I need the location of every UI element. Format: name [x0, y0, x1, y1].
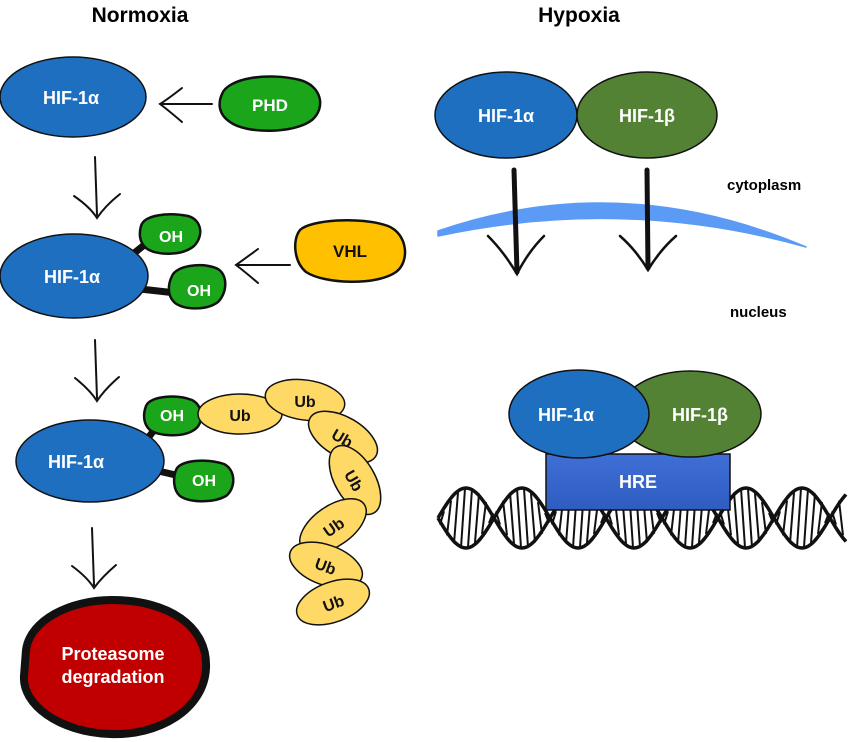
ubiquitin-chain: Ub Ub Ub Ub Ub Ub Ub [197, 378, 382, 626]
dna-base-pair [544, 512, 550, 524]
hif1a-label: HIF-1α [48, 452, 104, 472]
oh-label: OH [192, 473, 216, 490]
ub-label: Ub [294, 394, 316, 411]
hif1a-normoxia-1: HIF-1α [0, 56, 147, 138]
dna-base-pair [740, 488, 746, 548]
hif1a-cytoplasm: HIF-1α [434, 71, 578, 159]
hif1a-label: HIF-1α [43, 88, 99, 108]
dna-base-pair [439, 511, 445, 525]
hif1a-label: HIF-1α [538, 405, 594, 425]
ub-label: Ub [229, 408, 251, 425]
hif1b-cytoplasm: HIF-1β [576, 71, 718, 159]
dna-base-pair [502, 500, 508, 536]
dna-base-pair [460, 488, 466, 548]
arrow-phd-to-hif1a [158, 87, 213, 123]
dna-base-pair [782, 500, 788, 536]
dna-base-pair [789, 492, 795, 544]
arrow-down-3 [71, 527, 117, 590]
oh-group [138, 213, 202, 255]
cytoplasm-label: cytoplasm [727, 177, 801, 194]
dna-base-pair [656, 512, 662, 524]
dna-base-pair [523, 488, 529, 548]
dna-base-pair [516, 488, 522, 548]
dna-base-pair [810, 493, 816, 543]
dna-base-pair [712, 512, 718, 524]
dna-base-pair [446, 500, 452, 536]
oh-label: OH [187, 283, 211, 300]
dna-base-pair [761, 501, 767, 535]
ub-label: Ub [312, 556, 338, 579]
hif1b-label: HIF-1β [619, 106, 675, 126]
dna-base-pair [453, 492, 459, 544]
hif1b-nucleus: HIF-1β [618, 370, 762, 458]
phd-label: PHD [252, 96, 288, 115]
normoxia-title: Normoxia [92, 4, 189, 27]
nuclear-membrane [437, 202, 807, 248]
dna-base-pair [551, 511, 557, 525]
phd-enzyme: PHD [218, 75, 322, 132]
hre-label: HRE [619, 472, 657, 492]
oh-label: OH [160, 408, 184, 425]
dna-base-pair [663, 511, 669, 525]
proteasome: Proteasome degradation [19, 595, 211, 739]
ubiquitin: Ub [197, 393, 283, 435]
hif1a-label: HIF-1α [44, 267, 100, 287]
ub-label: Ub [321, 593, 347, 616]
dna-base-pair [607, 511, 613, 525]
dna-base-pair [803, 488, 809, 548]
oh-label: OH [159, 229, 183, 246]
dna-base-pair [495, 511, 501, 525]
ubiquitin: Ub [299, 497, 367, 555]
nucleus-label: nucleus [730, 304, 787, 321]
dna-base-pair [467, 488, 473, 548]
hypoxia-title: Hypoxia [538, 4, 620, 27]
vhl-protein: VHL [293, 218, 407, 283]
dna-base-pair [775, 511, 781, 525]
ubiquitin: Ub [295, 578, 371, 626]
dna-base-pair [530, 493, 536, 543]
oh-group [142, 395, 203, 437]
arrow-down-2 [74, 339, 120, 403]
oh-group [172, 459, 235, 503]
dna-base-pair [796, 488, 802, 548]
ubiquitin: Ub [264, 378, 346, 422]
dna-base-pair [600, 512, 606, 524]
hydroxylated-hif1a: HIF-1α OH OH [0, 213, 227, 319]
dna-base-pair [719, 511, 725, 525]
ubiquitin: Ub [328, 444, 382, 516]
hre-element: HRE [545, 453, 731, 511]
dna-base-pair [481, 501, 487, 535]
hif1b-label: HIF-1β [672, 405, 728, 425]
dna-base-pair [488, 512, 494, 524]
dna-base-pair [824, 512, 830, 524]
arrow-translocation-hif1a [486, 167, 546, 277]
proteasome-label-line1: Proteasome [61, 644, 164, 664]
hif1a-nucleus: HIF-1α [508, 369, 650, 459]
dna-base-pair [509, 492, 515, 544]
dna-strand [436, 486, 848, 550]
arrow-vhl-to-hif1a [234, 248, 291, 284]
arrow-translocation-hif1b [618, 167, 678, 273]
oh-group [167, 264, 227, 310]
dna-base-pair [817, 501, 823, 535]
ubiquitin: Ub [288, 541, 364, 589]
dna-base-pair [474, 493, 480, 543]
dna-base-pair [537, 501, 543, 535]
dna-base-pair [733, 492, 739, 544]
dna-base-pair [831, 511, 837, 525]
arrow-down-1 [73, 156, 121, 220]
proteasome-label-line2: degradation [61, 667, 164, 687]
hif1a-label: HIF-1α [478, 106, 534, 126]
dna-base-pair [768, 512, 774, 524]
dna-base-pair [747, 488, 753, 548]
vhl-label: VHL [333, 242, 367, 261]
ubiquitinated-hif1a: HIF-1α OH OH [15, 395, 235, 503]
dna-base-pair [754, 493, 760, 543]
dna-base-pair [838, 500, 844, 536]
